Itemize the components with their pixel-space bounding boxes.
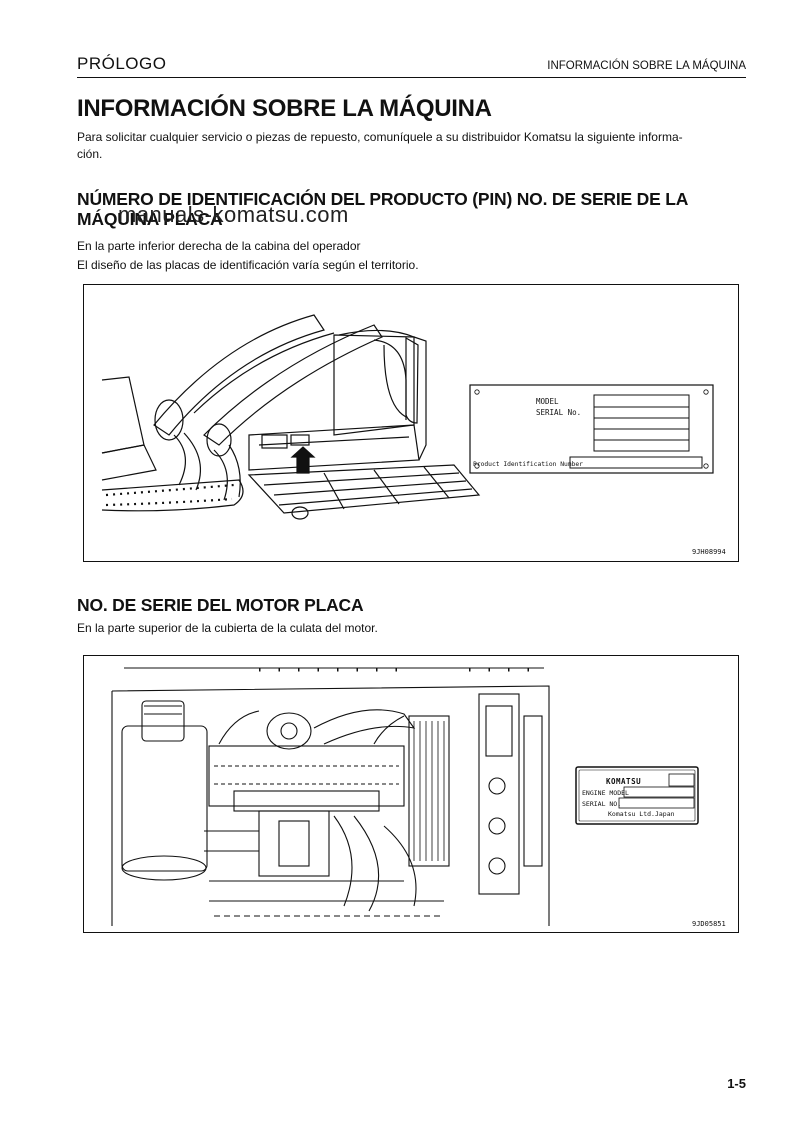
plate-pin-label: Product Identification Number (473, 461, 583, 468)
intro-line-2: ción. (77, 147, 103, 161)
engine-figure: KOMATSU ENGINE MODEL SERIAL NO. Komatsu … (83, 655, 739, 933)
engine-figure-illustration: KOMATSU ENGINE MODEL SERIAL NO. Komatsu … (111, 667, 726, 928)
pin-title-line-1: NÚMERO DE IDENTIFICACIÓN DEL PRODUCTO (P… (77, 189, 689, 209)
komatsu-logo: KOMATSU (606, 777, 641, 786)
plate-model-label: MODEL (536, 397, 559, 406)
plate-maker-label: Komatsu Ltd.Japan (608, 810, 675, 818)
plate-engine-model-label: ENGINE MODEL (582, 789, 629, 797)
pin-title-line-2: MÁQUINA PLACA (77, 209, 223, 229)
pin-figure-code: 9JH08994 (692, 548, 726, 556)
pin-location-text: En la parte inferior derecha de la cabin… (77, 239, 361, 253)
plate-engine-serial-label: SERIAL NO. (582, 800, 621, 808)
page-number: 1-5 (727, 1076, 746, 1091)
engine-figure-code: 9JD05851 (692, 920, 726, 928)
plate-serial-label: SERIAL No. (536, 408, 581, 417)
running-header-chapter: INFORMACIÓN SOBRE LA MÁQUINA (547, 60, 746, 72)
pin-territory-text: El diseño de las placas de identificació… (77, 258, 419, 272)
engine-location-text: En la parte superior de la cubierta de l… (77, 621, 378, 635)
pin-figure-illustration: MODEL SERIAL No. Product Identification … (101, 314, 726, 556)
engine-plate: KOMATSU ENGINE MODEL SERIAL NO. Komatsu … (575, 766, 699, 825)
running-header-section: PRÓLOGO (77, 54, 167, 73)
pin-section-title: NÚMERO DE IDENTIFICACIÓN DEL PRODUCTO (P… (77, 189, 747, 229)
intro-line-1: Para solicitar cualquier servicio o piez… (77, 130, 683, 144)
pin-plate: MODEL SERIAL No. Product Identification … (469, 384, 714, 474)
engine-section-title: NO. DE SERIE DEL MOTOR PLACA (77, 595, 364, 615)
page-title: INFORMACIÓN SOBRE LA MÁQUINA (77, 95, 492, 122)
intro-paragraph: Para solicitar cualquier servicio o piez… (77, 129, 747, 163)
header-rule (77, 77, 746, 78)
watermark: manuals-komatsu.com (118, 202, 349, 227)
pin-figure: MODEL SERIAL No. Product Identification … (83, 284, 739, 562)
